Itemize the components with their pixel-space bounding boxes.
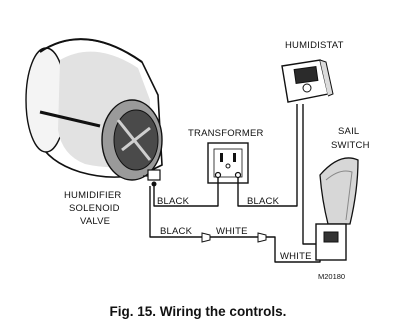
transformer-device xyxy=(207,142,249,184)
wire-black-solenoid-transformer xyxy=(153,177,219,207)
solenoid-label-line2: SOLENOID xyxy=(69,203,120,214)
sail-switch-device xyxy=(315,157,359,261)
wire-label-black-1: BLACK xyxy=(157,196,190,207)
wire-label-black-3: BLACK xyxy=(160,226,193,237)
sail-switch-label-line1: SAIL xyxy=(338,126,359,137)
figure-code: M20180 xyxy=(318,272,345,281)
wire-black-solenoid-splice xyxy=(149,186,202,238)
wires xyxy=(149,104,321,263)
humidistat-device xyxy=(281,59,334,103)
solenoid-label-line1: HUMIDIFIER xyxy=(64,190,121,201)
wire-label-white-2: WHITE xyxy=(280,251,312,262)
humidistat-label: HUMIDISTAT xyxy=(285,40,344,51)
transformer-label: TRANSFORMER xyxy=(188,128,264,139)
figure-caption: Fig. 15. Wiring the controls. xyxy=(109,304,287,319)
solenoid-label-line3: VALVE xyxy=(80,216,110,227)
wire-label-black-2: BLACK xyxy=(247,196,280,207)
wire-black-transformer-humidistat xyxy=(237,104,298,207)
sail-switch-label-line2: SWITCH xyxy=(331,140,370,151)
wire-label-white-1: WHITE xyxy=(216,226,248,237)
wire-humidistat-sail xyxy=(302,104,316,245)
humidifier-unit xyxy=(25,38,163,187)
